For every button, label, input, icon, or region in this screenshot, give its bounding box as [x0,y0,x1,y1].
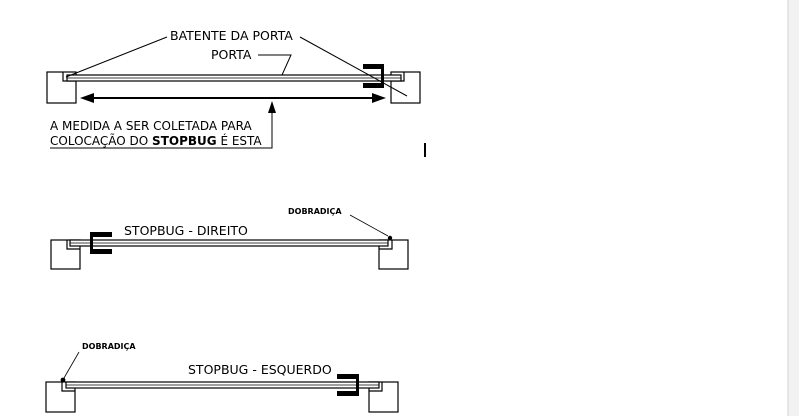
label-door: PORTA [211,47,252,62]
middle-frame-rebate-right [379,240,393,250]
text-cursor [424,143,426,157]
note-line1: A MEDIDA A SER COLETADA PARA [50,119,252,133]
middle-hinge-leader [349,214,389,237]
stopbug-clip-top [363,64,384,88]
middle-title: STOPBUG - DIREITO [124,223,248,238]
note-line2-suffix: É ESTA [217,133,263,148]
bottom-frame-rebate-left [61,382,75,392]
middle-clip-stem [90,234,93,252]
label-frame: BATENTE DA PORTA [170,28,293,43]
note-pointer-line [50,112,273,149]
middle-view [50,239,409,270]
note-pointer [50,101,276,149]
dimension-arrowhead-left [80,93,94,103]
stopbug-clip-lower [363,83,384,88]
stopbug-clip-middle [90,232,112,254]
bottom-frame-rebate-right [369,382,383,392]
bottom-hinge-leader [63,351,80,379]
dimension-arrowhead-right [372,93,386,103]
stopbug-clip-upper [363,64,384,69]
note-pointer-arrowhead [268,101,276,113]
bottom-view [45,381,399,413]
middle-frame-rebate-left [66,240,80,250]
bottom-clip-upper [337,374,359,379]
top-view [46,71,421,104]
leader-door [258,54,292,76]
middle-clip-upper [90,232,112,237]
bottom-clip-lower [337,391,359,396]
stopbug-clip-bottom [337,374,359,396]
page-edge [788,0,799,416]
bottom-hinge-dot [60,377,66,383]
middle-hinge-dot [387,235,393,241]
leader-frame-left [65,36,168,78]
note-line2-bold: STOPBUG [152,134,217,148]
middle-clip-lower [90,249,112,254]
leader-frame-right [299,36,408,97]
bottom-clip-stem [356,376,359,394]
note-line2: COLOCAÇÃO DO STOPBUG É ESTA [50,133,262,148]
leader-lines-top [65,36,408,97]
bottom-hinge-label: DOBRADIÇA [82,342,136,351]
note-line2-prefix: COLOCAÇÃO DO [50,133,152,148]
dimension-arrow [80,93,386,103]
middle-hinge-label: DOBRADIÇA [288,207,342,216]
bottom-title: STOPBUG - ESQUERDO [188,362,332,377]
stopbug-clip-stem [381,66,384,86]
